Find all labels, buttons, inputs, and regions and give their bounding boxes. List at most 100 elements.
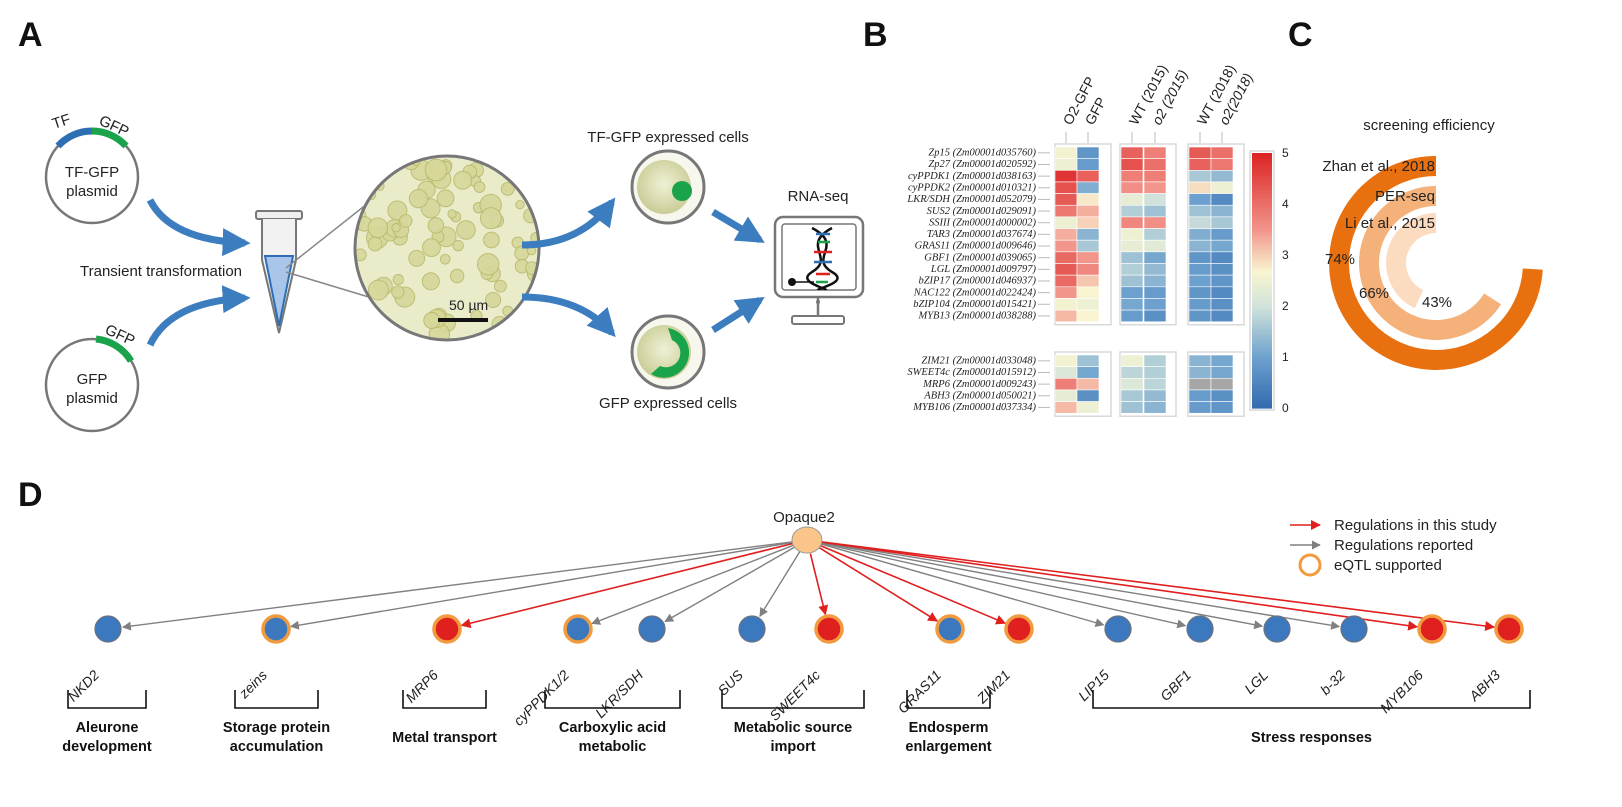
heatmap-cell (1054, 193, 1078, 206)
protoplast-cell (392, 274, 404, 286)
gene-node-label: MRP6 (402, 667, 441, 706)
computer-dna-icon (773, 215, 865, 325)
colorbar-step (1252, 397, 1272, 401)
plasmid2-line2: plasmid (66, 390, 118, 407)
heatmap-cell (1143, 228, 1167, 241)
protoplast-cell (355, 317, 376, 340)
colorbar-step (1252, 377, 1272, 381)
heatmap-cell (1120, 181, 1144, 194)
colorbar-step (1252, 191, 1272, 195)
heatmap-cell (1076, 228, 1100, 241)
colorbar-step (1252, 262, 1272, 266)
heatmap-cell (1143, 377, 1167, 391)
heatmap-cell (1054, 239, 1078, 253)
colorbar-step (1252, 316, 1272, 320)
plasmid1-line1: TF-GFP (65, 164, 119, 181)
heatmap-cell (1076, 170, 1100, 183)
heatmap-cell (1188, 216, 1212, 229)
heatmap-cell (1210, 401, 1234, 414)
colorbar-step (1252, 395, 1272, 399)
category-label: accumulation (230, 739, 323, 755)
heatmap-cell (1076, 193, 1100, 206)
radial-series-name: PER-seq (1375, 188, 1435, 205)
colorbar-step (1252, 216, 1272, 220)
gene-label: LKR/SDH (Zm00001d052079) (906, 194, 1036, 205)
regulation-edge (820, 543, 1105, 627)
protoplast-cell (500, 181, 515, 196)
opaque2-node (791, 526, 823, 554)
protoplast-cell (513, 167, 528, 183)
colorbar-step (1252, 303, 1272, 307)
protoplast-cell (447, 209, 457, 219)
regulation-edge (460, 542, 794, 629)
colorbar-step (1252, 201, 1272, 205)
heatmap-cell (1188, 204, 1212, 218)
colorbar-step (1252, 283, 1272, 287)
heatmap-cell (1143, 193, 1167, 206)
heatmap-cell (1120, 239, 1144, 253)
colorbar-step (1252, 214, 1272, 218)
gene-label: SWEET4c (Zm00001d015912) (907, 367, 1036, 378)
gfp-plasmid: GFP GFP plasmid (44, 321, 140, 433)
heatmap-cell (1188, 286, 1212, 299)
gene-node-label: SWEET4c (766, 667, 823, 724)
heatmap-cell (1054, 251, 1078, 264)
heatmap-cell (1143, 263, 1167, 276)
heatmap-cell (1076, 181, 1100, 194)
heatmap-group-frame (1119, 351, 1177, 417)
heatmap-cell (1210, 377, 1234, 391)
colorbar-step (1252, 209, 1272, 213)
gene-node-label: SUS (714, 666, 746, 698)
category-bracket (1092, 690, 1531, 709)
heatmap-cell (1076, 389, 1100, 402)
network-legend: Regulations in this study Regulations re… (1290, 517, 1497, 577)
heatmap-cell (1120, 251, 1144, 264)
colorbar-step (1252, 331, 1272, 335)
panel-letter-d: D (18, 476, 43, 514)
heatmap-cell (1188, 354, 1212, 367)
colorbar-step (1252, 275, 1272, 279)
colorbar-step (1252, 252, 1272, 256)
heatmap-cell (1188, 228, 1212, 241)
heatmap-cell (1120, 158, 1144, 171)
colorbar-step (1252, 257, 1272, 261)
colorbar-step (1252, 170, 1272, 174)
heatmap-cell (1143, 204, 1167, 218)
category-label: metabolic (579, 739, 647, 755)
regulation-edge (809, 553, 829, 616)
category-label: Carboxylic acid (559, 720, 666, 736)
heatmap-cell (1054, 170, 1078, 183)
scale-bar (438, 318, 488, 322)
colorbar-step (1252, 232, 1272, 236)
colorbar-tick: 3 (1282, 248, 1289, 262)
heatmap-cell (1210, 389, 1234, 402)
colorbar-step (1252, 277, 1272, 282)
heatmap-cell (1143, 158, 1167, 171)
colorbar-step (1252, 226, 1272, 231)
protoplast-cell (367, 217, 389, 239)
heatmap-cell (1054, 204, 1078, 218)
heatmap-cell (1120, 377, 1144, 391)
colorbar-step (1252, 369, 1272, 373)
colorbar-step (1252, 272, 1272, 276)
gene-node (638, 615, 666, 643)
efficiency-title: screening efficiency (1363, 117, 1495, 134)
colorbar-step (1252, 295, 1272, 299)
colorbar-step (1252, 346, 1272, 350)
colorbar-step (1252, 387, 1272, 391)
heatmap-cell (1188, 366, 1212, 379)
gfp-segment (91, 127, 129, 149)
colorbar-step (1252, 344, 1272, 348)
colorbar-step (1252, 364, 1272, 368)
heatmap-cell (1210, 309, 1234, 323)
colorbar-step (1252, 379, 1272, 384)
opaque2-label: Opaque2 (773, 509, 835, 526)
radial-bar (1386, 213, 1436, 309)
heatmap-cell (1076, 239, 1100, 253)
colorbar-step (1252, 175, 1272, 180)
colorbar-step (1252, 255, 1272, 259)
protoplast-cell (424, 158, 448, 182)
heatmap-cell (1210, 298, 1234, 311)
tf-gfp-cell (630, 149, 706, 225)
gene-label: TAR3 (Zm00001d037674) (927, 229, 1037, 240)
